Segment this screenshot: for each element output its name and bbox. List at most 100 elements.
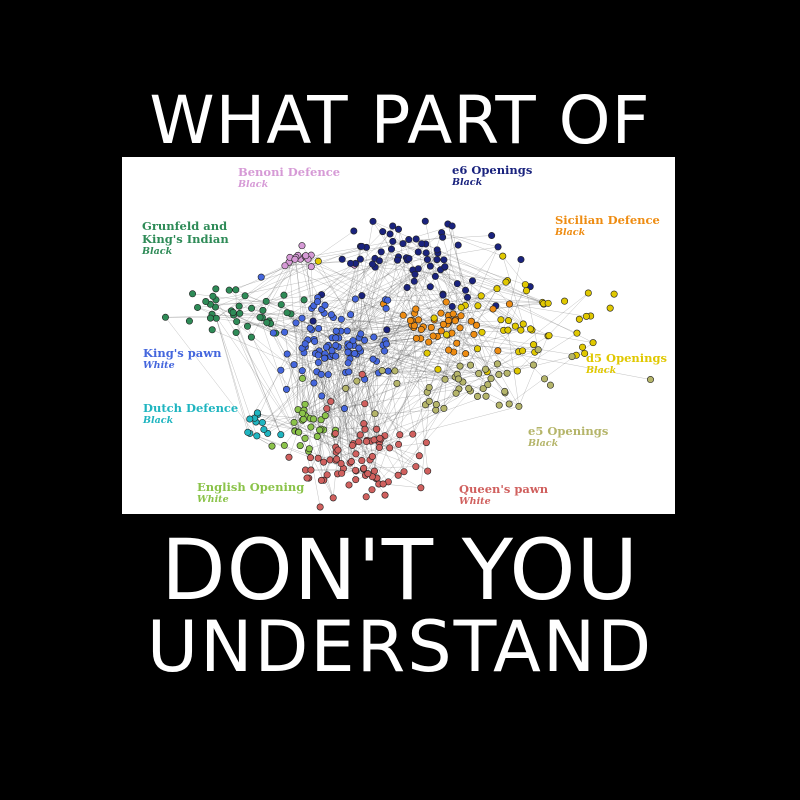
network-edge — [355, 263, 434, 337]
network-edge — [315, 225, 393, 354]
network-node-queenspawn — [334, 446, 342, 454]
network-node-kingspawn — [292, 319, 300, 327]
network-node-kingspawn — [314, 351, 322, 359]
network-edge — [523, 323, 550, 336]
network-edge — [373, 324, 444, 440]
network-edge — [375, 267, 462, 316]
network-edge — [356, 251, 382, 382]
network-node-grunfeld — [185, 317, 193, 325]
network-edge — [262, 333, 361, 423]
network-node-grunfeld — [259, 306, 267, 314]
network-edge — [313, 353, 351, 384]
network-edge — [361, 308, 416, 461]
network-node-benoni — [298, 242, 306, 250]
network-node-kingspawn — [269, 329, 277, 337]
network-node-e5 — [353, 377, 361, 385]
network-edge — [301, 268, 419, 349]
network-node-d5 — [499, 252, 507, 260]
network-node-d5 — [457, 303, 465, 311]
network-node-e6 — [462, 286, 470, 294]
network-node-kingspawn — [343, 327, 351, 335]
network-node-e6 — [368, 260, 376, 268]
network-node-grunfeld — [263, 319, 271, 327]
network-node-english — [301, 434, 309, 442]
network-node-kingspawn — [341, 405, 349, 413]
network-edge — [300, 258, 449, 316]
network-node-kingspawn — [337, 315, 345, 323]
network-node-queenspawn — [329, 494, 337, 502]
network-node-e5 — [487, 375, 495, 383]
network-edge — [284, 313, 415, 333]
network-edge — [485, 364, 534, 370]
network-node-e6 — [453, 280, 461, 288]
network-node-queenspawn — [352, 450, 360, 458]
network-edge — [391, 248, 543, 303]
network-edge — [372, 221, 435, 319]
network-node-d5 — [584, 289, 592, 297]
network-edge — [317, 301, 390, 449]
network-node-kingspawn — [283, 350, 291, 358]
network-node-sicilian — [414, 316, 422, 324]
network-edge — [349, 221, 374, 354]
network-node-e5 — [456, 362, 464, 370]
network-node-english — [268, 442, 276, 450]
network-node-queenspawn — [303, 474, 311, 482]
network-edge — [229, 247, 367, 291]
network-node-queenspawn — [358, 457, 366, 465]
network-node-e6 — [393, 256, 401, 264]
network-edge — [302, 345, 354, 421]
network-node-benoni — [291, 255, 299, 263]
network-edge — [441, 232, 499, 248]
network-edge — [288, 262, 303, 421]
network-node-kingspawn — [281, 328, 289, 336]
network-node-grunfeld — [232, 329, 240, 337]
label-queenspawn-side: White — [459, 496, 491, 507]
network-node-kingspawn — [332, 327, 340, 335]
network-node-e5 — [467, 361, 475, 369]
network-node-e6 — [448, 302, 456, 310]
network-edge — [233, 230, 354, 316]
network-node-e5 — [534, 346, 542, 354]
network-edge — [216, 318, 248, 433]
network-node-english — [299, 415, 307, 423]
network-edge — [328, 374, 459, 380]
network-edge — [290, 297, 318, 315]
network-edge — [330, 401, 377, 430]
network-edge — [403, 348, 478, 472]
network-node-kingspawn — [344, 348, 352, 356]
network-edge — [526, 290, 539, 350]
network-node-dutch — [253, 432, 261, 440]
network-edge — [302, 343, 349, 414]
network-edge — [288, 345, 329, 458]
network-node-d5 — [545, 332, 553, 340]
label-sicilian-name: Sicilian Defence — [555, 213, 660, 227]
network-node-sicilian — [429, 332, 437, 340]
network-node-kingspawn — [321, 354, 329, 362]
network-node-queenspawn — [337, 460, 345, 468]
network-edge — [355, 267, 445, 300]
network-node-sicilian — [505, 300, 513, 308]
network-node-queenspawn — [314, 454, 322, 462]
network-edge — [348, 345, 384, 364]
network-node-queenspawn — [417, 484, 425, 492]
network-node-queenspawn — [400, 468, 408, 476]
network-node-e5 — [452, 389, 460, 397]
network-node-kingspawn — [382, 340, 390, 348]
network-node-e6 — [387, 245, 395, 253]
network-node-kingspawn — [351, 349, 359, 357]
network-edge — [301, 348, 356, 480]
network-edge — [308, 362, 319, 452]
network-node-e6 — [347, 259, 355, 267]
network-edge — [394, 329, 521, 372]
network-node-grunfeld — [236, 309, 244, 317]
network-edge — [477, 319, 502, 397]
network-node-sicilian — [406, 317, 414, 325]
network-node-grunfeld — [209, 292, 217, 300]
network-edge — [247, 313, 325, 327]
network-node-grunfeld — [202, 298, 210, 306]
network-edge — [356, 286, 431, 382]
network-node-grunfeld — [300, 296, 308, 304]
network-edge — [399, 338, 417, 435]
network-node-e6 — [439, 233, 447, 241]
network-node-e5 — [391, 367, 399, 375]
